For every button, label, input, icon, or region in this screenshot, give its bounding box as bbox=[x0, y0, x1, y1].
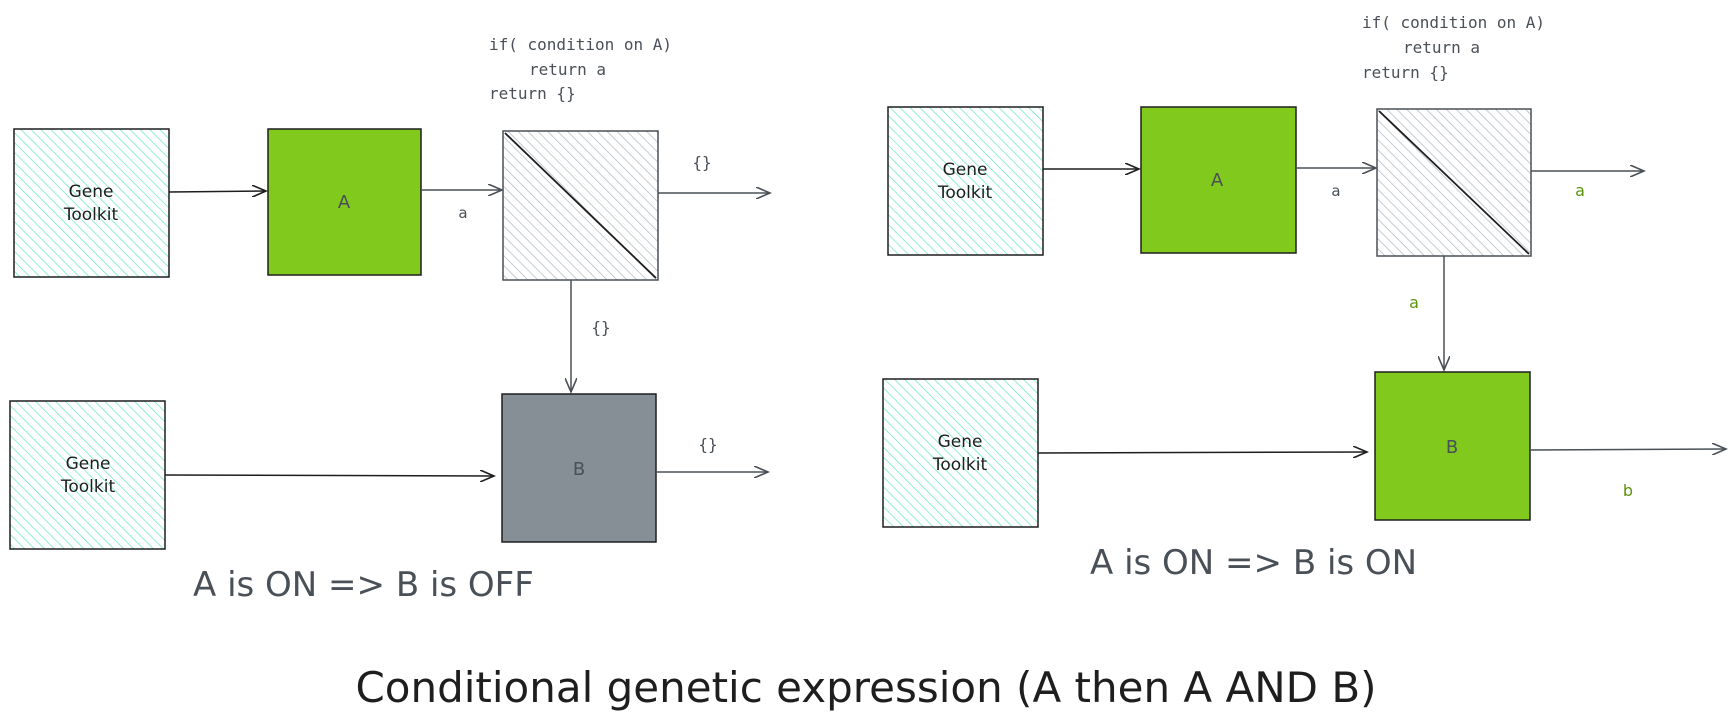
left-gate-down-label: {} bbox=[591, 318, 610, 337]
right-gate-code: if( condition on A) return a return {} bbox=[1362, 13, 1545, 82]
right-gate-code-line1: if( condition on A) bbox=[1362, 13, 1545, 32]
left-gate-code-line1: if( condition on A) bbox=[489, 35, 672, 54]
left-arrow-toolkit-to-b bbox=[164, 475, 494, 476]
left-b-out-label: {} bbox=[698, 435, 717, 454]
right-node-a-label: A bbox=[1211, 170, 1224, 191]
right-gate-code-line3: return {} bbox=[1362, 63, 1449, 82]
left-toolkit-bottom-line1: Gene bbox=[66, 454, 111, 474]
right-b-out-label: b bbox=[1623, 481, 1633, 500]
right-gate-code-line2: return a bbox=[1403, 38, 1480, 57]
right-arrow-toolkit-to-b bbox=[1037, 452, 1367, 453]
right-toolkit-top-line2: Toolkit bbox=[937, 183, 993, 203]
left-toolkit-top-line1: Gene bbox=[69, 182, 114, 202]
left-diagram: Gene Toolkit A a if( condition on A) ret… bbox=[9, 35, 770, 605]
left-node-a: A bbox=[267, 128, 422, 276]
right-toolkit-bottom: Gene Toolkit bbox=[882, 378, 1039, 528]
left-node-b-label: B bbox=[573, 459, 585, 480]
left-arrow-toolkit-to-a bbox=[168, 191, 266, 192]
right-toolkit-bottom-line1: Gene bbox=[938, 432, 983, 452]
right-diagram: Gene Toolkit A a if( condition on A) ret… bbox=[882, 13, 1726, 583]
left-gate-code-line3: return {} bbox=[489, 84, 576, 103]
right-caption: A is ON => B is ON bbox=[1090, 543, 1417, 583]
left-gate-code: if( condition on A) return a return {} bbox=[489, 35, 672, 103]
right-toolkit-bottom-line2: Toolkit bbox=[932, 455, 988, 475]
left-toolkit-bottom-line2: Toolkit bbox=[60, 477, 116, 497]
page-title: Conditional genetic expression (A then A… bbox=[355, 663, 1376, 712]
left-node-b: B bbox=[501, 393, 657, 543]
left-node-a-label: A bbox=[338, 192, 351, 213]
right-edge-a-label: a bbox=[1331, 182, 1340, 200]
left-toolkit-top: Gene Toolkit bbox=[13, 128, 170, 278]
right-node-a: A bbox=[1140, 106, 1297, 254]
right-node-b-label: B bbox=[1446, 437, 1458, 458]
left-gate bbox=[502, 130, 659, 281]
right-node-b: B bbox=[1374, 371, 1531, 521]
right-toolkit-top-line1: Gene bbox=[943, 160, 988, 180]
right-toolkit-top: Gene Toolkit bbox=[887, 106, 1044, 256]
right-gate-right-label: a bbox=[1575, 181, 1585, 200]
left-gate-right-label: {} bbox=[692, 153, 711, 172]
left-toolkit-top-line2: Toolkit bbox=[63, 205, 119, 225]
right-gate bbox=[1376, 108, 1532, 257]
left-toolkit-bottom: Gene Toolkit bbox=[9, 400, 166, 550]
right-arrow-b-out bbox=[1529, 449, 1726, 450]
left-gate-code-line2: return a bbox=[529, 60, 606, 79]
right-gate-down-label: a bbox=[1409, 293, 1419, 312]
left-caption: A is ON => B is OFF bbox=[193, 565, 534, 605]
left-edge-a-label: a bbox=[458, 204, 467, 222]
